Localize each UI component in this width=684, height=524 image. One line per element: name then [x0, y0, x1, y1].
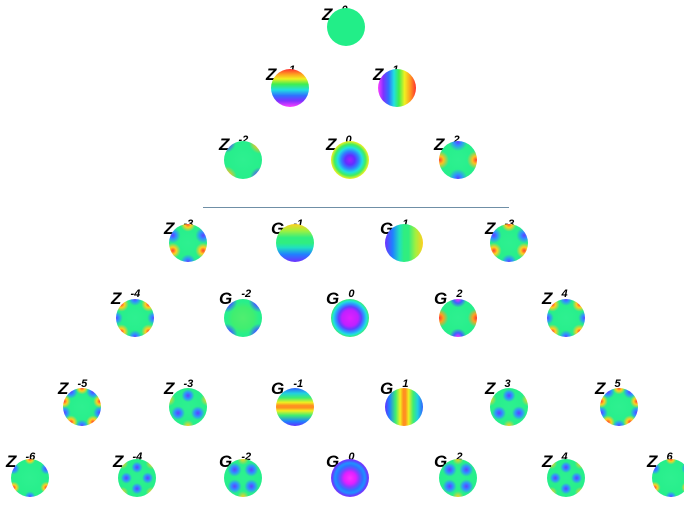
term-frequency-m: -1 [293, 378, 304, 390]
term-frequency-m: -5 [77, 378, 88, 390]
term-frequency-m: 0 [348, 451, 355, 463]
term-letter: Z [266, 65, 277, 84]
zernike-disc-sec-astig-diag [224, 299, 262, 337]
zernike-disc-flat [327, 8, 365, 46]
separator-line [203, 207, 509, 208]
term-letter: Z [58, 379, 69, 398]
term-letter: G [219, 289, 233, 308]
term-letter: Z [326, 135, 337, 154]
zernike-disc-hexa [11, 459, 49, 497]
term-frequency-m: -3 [183, 378, 194, 390]
zernike-disc-sec-coma-y [276, 388, 314, 426]
term-frequency-m: 2 [453, 134, 460, 146]
term-letter: G [434, 289, 448, 308]
zernike-disc-penta [63, 388, 101, 426]
zernike-disc-sec-trefoil [490, 388, 528, 426]
zernike-disc-coma-x [385, 224, 423, 262]
term-frequency-m: -2 [241, 451, 252, 463]
zernike-disc-trefoil [169, 224, 207, 262]
zernike-disc-sec-quad [118, 459, 156, 497]
term-frequency-m: 4 [561, 451, 568, 463]
term-letter: Z [434, 135, 445, 154]
term-letter: Z [111, 289, 122, 308]
zernike-disc-hexa [652, 459, 684, 497]
term-frequency-m: -4 [130, 288, 141, 300]
term-frequency-m: 0 [348, 288, 355, 300]
term-frequency-m: 6 [666, 451, 673, 463]
term-letter: G [326, 289, 340, 308]
term-frequency-m: 2 [456, 288, 463, 300]
zernike-disc-penta [600, 388, 638, 426]
zernike-disc-spherical [331, 299, 369, 337]
term-letter: Z [6, 452, 17, 471]
zernike-disc-quad [547, 299, 585, 337]
term-frequency-m: -2 [238, 134, 249, 146]
zernike-disc-ter-astig [224, 459, 262, 497]
term-letter: Z [542, 452, 553, 471]
zernike-disc-sec-astig [439, 299, 477, 337]
term-letter: Z [373, 65, 384, 84]
term-frequency-m: -6 [25, 451, 36, 463]
term-letter: Z [485, 219, 496, 238]
term-letter: Z [485, 379, 496, 398]
zernike-disc-quad [116, 299, 154, 337]
zernike-disc-trefoil [490, 224, 528, 262]
term-letter: Z [164, 379, 175, 398]
term-frequency-m: 5 [614, 378, 621, 390]
term-letter: Z [219, 135, 230, 154]
term-frequency-m: 4 [561, 288, 568, 300]
zernike-disc-sec-trefoil [169, 388, 207, 426]
zernike-disc-astig-diag [224, 141, 262, 179]
zernike-disc-coma-y [276, 224, 314, 262]
term-frequency-m: -4 [132, 451, 143, 463]
zernike-disc-sec-spherical [331, 459, 369, 497]
term-frequency-m: 0 [345, 134, 352, 146]
term-frequency-m: 3 [504, 378, 511, 390]
zernike-disc-sec-coma-x [385, 388, 423, 426]
term-letter: Z [113, 452, 124, 471]
term-letter: Z [647, 452, 658, 471]
term-letter: Z [164, 219, 175, 238]
zernike-disc-ter-astig [439, 459, 477, 497]
zernike-disc-tilt-y [271, 69, 309, 107]
zernike-disc-astig [439, 141, 477, 179]
term-letter: Z [322, 5, 333, 24]
term-letter: Z [595, 379, 606, 398]
zernike-disc-defocus [331, 141, 369, 179]
zernike-disc-sec-quad [547, 459, 585, 497]
zernike-disc-tilt-x [378, 69, 416, 107]
term-frequency-m: -2 [241, 288, 252, 300]
term-letter: Z [542, 289, 553, 308]
term-frequency-m: 1 [402, 378, 409, 390]
term-frequency-m: 2 [456, 451, 463, 463]
